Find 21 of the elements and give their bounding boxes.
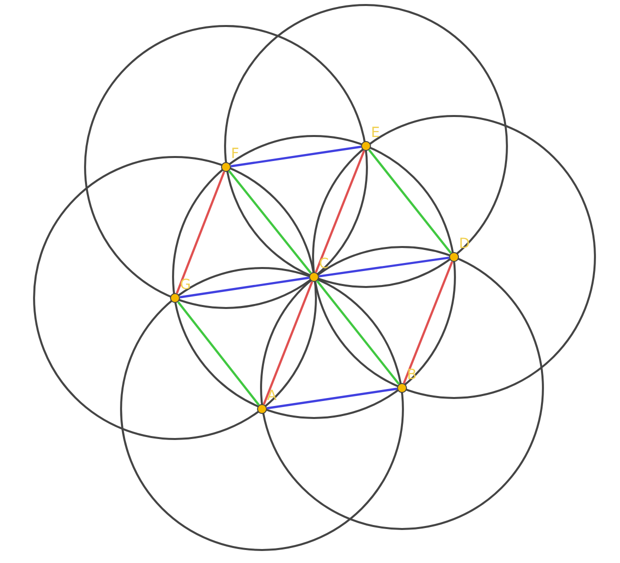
point-label: G	[180, 278, 191, 292]
point-marker	[221, 162, 231, 172]
point-marker	[257, 404, 267, 414]
point-label: E	[371, 126, 380, 140]
line-segment	[368, 149, 452, 254]
line-segment	[176, 171, 226, 294]
line-segment	[230, 146, 362, 168]
point-marker	[170, 293, 180, 303]
line-segment	[262, 281, 314, 405]
point-marker	[361, 141, 371, 151]
line-segment	[314, 150, 366, 273]
line-segment	[318, 256, 450, 278]
point-marker	[449, 252, 459, 262]
line-segment	[402, 261, 454, 384]
line-segment	[228, 170, 312, 274]
line-segment	[266, 388, 398, 410]
point-label: F	[231, 147, 240, 161]
line-segment	[316, 280, 400, 385]
line-segment	[180, 276, 310, 298]
point-marker	[397, 383, 407, 393]
line-segment	[177, 301, 260, 406]
